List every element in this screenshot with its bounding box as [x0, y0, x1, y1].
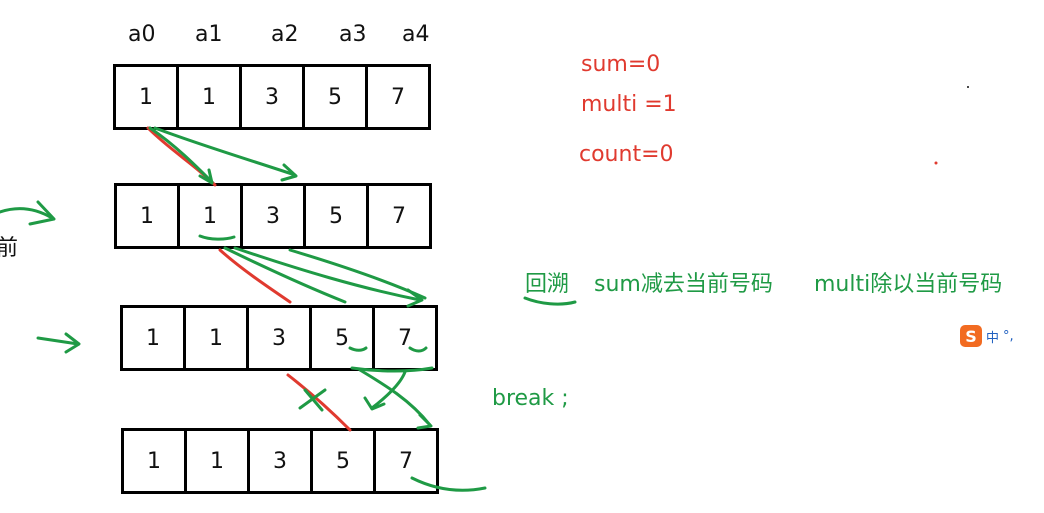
array-row-2: 1 1 3 5 7: [114, 183, 432, 249]
array-row-4: 1 1 3 5 7: [121, 428, 439, 494]
array-row-1: 1 1 3 5 7: [113, 64, 431, 130]
green-arrow-7: [370, 370, 407, 410]
backtrack-label: 回溯: [525, 272, 570, 297]
left-edge-text: 前: [0, 236, 19, 261]
count-label: count=0: [579, 142, 674, 167]
green-arrow-2: [153, 126, 297, 177]
green-cross: [298, 388, 327, 412]
green-arrow-1: [148, 126, 214, 184]
green-arrow-3: [223, 246, 347, 304]
sum-label: sum=0: [581, 52, 661, 77]
green-arrow-4: [233, 246, 422, 302]
ime-toolbar[interactable]: S 中 °,: [960, 324, 1014, 348]
underline-r3c: [350, 366, 434, 373]
red-path-3: [286, 373, 352, 432]
sogou-logo-icon: S: [960, 325, 982, 347]
array-cell: 7: [366, 183, 432, 249]
multi-label: multi =1: [581, 92, 677, 117]
red-path-2: [218, 248, 292, 304]
backtrack-sum-desc: sum减去当前号码: [594, 272, 773, 297]
header-a4: a4: [402, 22, 430, 47]
underline-r4: [410, 476, 487, 492]
green-arrow-5: [288, 248, 427, 300]
left-arrow-1: [0, 207, 54, 220]
header-a3: a3: [339, 22, 367, 47]
break-label: break ;: [492, 386, 569, 411]
left-arrow-2: [36, 336, 80, 346]
underline-r2: [198, 234, 236, 241]
header-a1: a1: [195, 22, 223, 47]
array-cell: 7: [365, 64, 431, 130]
header-a2: a2: [271, 22, 299, 47]
header-a0: a0: [128, 22, 156, 47]
backtrack-multi-desc: multi除以当前号码: [814, 272, 1003, 297]
underline-r3b: [408, 346, 428, 353]
ime-punct-indicator[interactable]: °,: [1003, 328, 1014, 344]
array-cell: 7: [373, 428, 439, 494]
underline-backtrack: [523, 296, 577, 306]
array-row-3: 1 1 3 5 7: [120, 305, 438, 371]
underline-r3a: [348, 346, 368, 352]
ime-lang-indicator[interactable]: 中: [986, 330, 1000, 346]
green-arrow-6: [358, 368, 432, 427]
